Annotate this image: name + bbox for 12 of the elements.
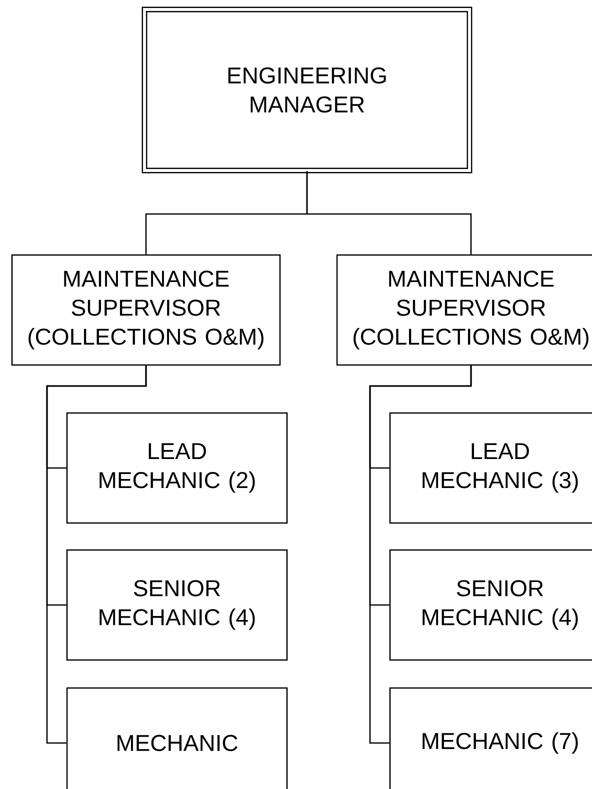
- staff-box: LEAD MECHANIC (2): [66, 412, 288, 524]
- manager-box: ENGINEERING MANAGER: [142, 6, 472, 174]
- staff-box: SENIOR MECHANIC (4): [389, 549, 592, 661]
- staff-box: MECHANIC (7): [389, 687, 592, 789]
- staff-box: LEAD MECHANIC (3): [389, 412, 592, 524]
- supervisor-box: MAINTENANCE SUPERVISOR (COLLECTIONS O&M): [11, 254, 281, 366]
- connector-line: [306, 171, 472, 254]
- staff-box: MECHANIC: [66, 687, 288, 789]
- supervisor-box: MAINTENANCE SUPERVISOR (COLLECTIONS O&M): [336, 254, 592, 366]
- connector-line: [369, 366, 472, 744]
- staff-box: SENIOR MECHANIC (4): [66, 549, 288, 661]
- connector-line: [46, 366, 147, 744]
